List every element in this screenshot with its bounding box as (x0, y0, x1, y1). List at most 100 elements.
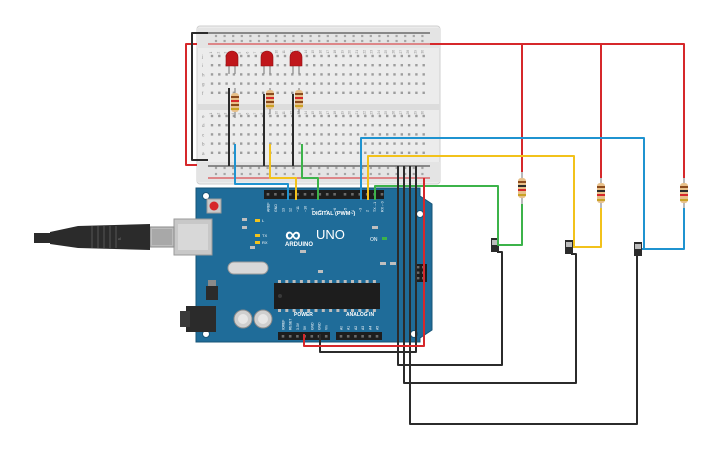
analog-pin[interactable] (375, 335, 379, 338)
digital-pin-label: AREF (267, 202, 271, 212)
breadboard-row-letter: c (202, 132, 205, 137)
resistor-led-2[interactable] (266, 88, 274, 114)
resistor-led-1[interactable] (231, 88, 239, 118)
arduino-logo-icon: ∞ (285, 222, 301, 247)
digital-pin[interactable] (288, 193, 292, 196)
digital-pin[interactable] (325, 193, 329, 196)
analog-pin-label: A4 (368, 326, 372, 330)
breadboard-column-number: 27 (399, 50, 403, 54)
digital-pin-label: 4 (351, 210, 355, 212)
slide-switch-2[interactable] (565, 240, 573, 254)
analog-pin[interactable] (354, 335, 357, 338)
voltage-regulator (206, 280, 218, 300)
breadboard-holes (210, 34, 425, 176)
breadboard-column-number: 30 (421, 111, 425, 115)
digital-pin[interactable] (333, 193, 336, 196)
led-3[interactable] (289, 50, 303, 74)
wire-red[interactable] (430, 43, 685, 178)
wire-green[interactable] (301, 144, 319, 200)
breadboard-column-number: 17 (326, 111, 330, 115)
led-1[interactable] (225, 50, 239, 74)
resistor-led-3[interactable] (295, 88, 303, 114)
digital-pin-label: 2 (366, 210, 370, 212)
dc-power-jack (180, 306, 216, 332)
breadboard-column-number: 25 (384, 111, 388, 115)
digital-pin[interactable] (281, 193, 285, 196)
digital-pin[interactable] (358, 193, 362, 196)
digital-pin[interactable] (266, 193, 270, 196)
power-pin[interactable] (310, 335, 314, 338)
analog-pin-label: A1 (347, 326, 351, 330)
resistor-switch-3[interactable] (680, 178, 688, 208)
resistor-switch-1[interactable] (518, 172, 526, 204)
wire-green[interactable] (374, 185, 499, 246)
power-pin[interactable] (324, 335, 328, 338)
wire-blue[interactable] (642, 208, 685, 250)
analog-pin-label: A0 (340, 326, 344, 330)
led-2[interactable] (260, 50, 274, 74)
model-text: UNO (316, 227, 345, 242)
wire-green[interactable] (499, 204, 523, 246)
wire-black[interactable] (319, 166, 417, 353)
digital-pin[interactable] (343, 193, 347, 196)
digital-pin[interactable] (311, 193, 314, 196)
breadboard-row-letter: a (202, 151, 205, 156)
breadboard-column-number: 5 (238, 113, 242, 115)
digital-pin[interactable] (274, 193, 277, 196)
rx-label: RX (262, 240, 268, 245)
resistor-switch-2[interactable] (597, 178, 605, 208)
wire-black[interactable] (409, 166, 638, 425)
analog-pin[interactable] (368, 335, 372, 338)
digital-pin-label: GND (274, 204, 278, 212)
analog-pin[interactable] (361, 335, 364, 338)
wire-black[interactable] (191, 32, 208, 161)
slide-switch-1[interactable] (491, 238, 499, 252)
digital-pin-label: ~6 (333, 208, 337, 212)
power-pin-label: Vin (325, 325, 329, 330)
breadboard-column-number: 10 (275, 111, 279, 115)
digital-pin-label: 8 (318, 210, 322, 212)
usb-cable[interactable]: ⇌ (34, 224, 175, 250)
power-pin[interactable] (288, 335, 292, 338)
digital-pin[interactable] (318, 193, 322, 196)
reset-button[interactable] (206, 198, 222, 214)
breadboard-column-number: 5 (238, 52, 242, 54)
breadboard-row-letter: e (202, 114, 205, 119)
wire-blue[interactable] (234, 144, 289, 200)
brand-text: ARDUINO (285, 242, 313, 248)
digital-pin-label: TX→1 (373, 202, 377, 212)
wire-red[interactable] (303, 178, 425, 347)
wire-black[interactable] (397, 166, 503, 366)
digital-pin-label: 7 (326, 210, 330, 212)
digital-pin[interactable] (351, 193, 354, 196)
breadboard-row-letter: b (202, 142, 205, 147)
power-pin[interactable] (281, 335, 285, 338)
wire-red[interactable] (430, 43, 602, 178)
digital-pin-label: ~11 (296, 206, 300, 212)
digital-pin[interactable] (303, 193, 307, 196)
breadboard-column-number: 23 (370, 50, 374, 54)
digital-pin-label: ~5 (344, 208, 348, 212)
wire-black[interactable] (403, 166, 577, 384)
power-pin-label: 5V (303, 325, 307, 330)
analog-pin[interactable] (339, 335, 343, 338)
breadboard-column-number: 21 (355, 111, 359, 115)
crystal-oscillator (227, 261, 269, 275)
wire-yellow[interactable] (269, 144, 297, 200)
power-pin[interactable] (296, 335, 299, 338)
wire-red[interactable] (430, 43, 523, 172)
analog-pin[interactable] (346, 335, 350, 338)
digital-pin[interactable] (380, 193, 384, 196)
power-pin-label: GND (318, 322, 322, 330)
breadboard-row-letter: i (202, 63, 203, 68)
slide-switch-3[interactable] (634, 242, 642, 256)
analog-header-label: ANALOG IN (346, 312, 374, 318)
digital-pin[interactable] (296, 193, 299, 196)
breadboard-column-number: 24 (377, 50, 381, 54)
wire-yellow[interactable] (573, 208, 602, 248)
breadboard-column-number: 22 (362, 50, 366, 54)
analog-pin-label: A5 (376, 326, 380, 330)
breadboard-column-number: 12 (289, 50, 293, 54)
